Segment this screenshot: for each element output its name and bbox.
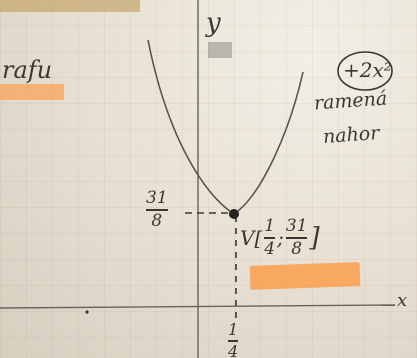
vertex-x-bar [264, 237, 276, 239]
parabola-curve [147, 39, 304, 215]
y-axis-label: y [206, 8, 221, 38]
y-mark-denominator: 8 [151, 210, 163, 231]
vertex-prefix: V[ [240, 225, 263, 250]
coefficient-circle [337, 51, 393, 91]
vertex-coordinates: V[ 1 4 ; 31 8 ] [240, 218, 320, 258]
highlight-stroke-vertex [249, 262, 361, 290]
vertex-close: ] [309, 222, 320, 253]
vertex-separator: ; [277, 225, 284, 250]
x-mark-bar [228, 340, 239, 342]
x-axis-label: x [397, 290, 408, 311]
vertex-x-numerator: 1 [264, 216, 276, 236]
y-mark-bar [146, 209, 168, 211]
x-mark-denominator: 4 [228, 341, 239, 358]
vertex-y-denominator: 8 [291, 238, 303, 259]
vertex-x-fraction: 1 4 [264, 216, 276, 259]
handwritten-word-top-left: rafu [2, 56, 53, 84]
opens-word-2: nahor [322, 122, 380, 148]
opens-word-1: ramená [313, 87, 388, 115]
tape-strip [0, 0, 140, 12]
coefficient-text: +2x² [343, 58, 392, 82]
vertex-y-bar [285, 237, 308, 239]
vertex-y-fraction: 31 8 [285, 216, 308, 259]
tape-y-label [208, 42, 232, 58]
vertex-x-denominator: 4 [264, 238, 276, 259]
highlight-stroke-top [0, 84, 64, 100]
x-mark-numerator: 1 [228, 320, 239, 339]
x-axis [0, 304, 396, 309]
y-mark-fraction: 31 8 [146, 190, 168, 230]
vertex-point [229, 209, 239, 219]
vertex-y-numerator: 31 [285, 216, 308, 236]
x-axis-dot [85, 310, 89, 314]
x-mark-fraction: 1 4 [228, 320, 239, 358]
y-mark-numerator: 31 [146, 188, 168, 208]
